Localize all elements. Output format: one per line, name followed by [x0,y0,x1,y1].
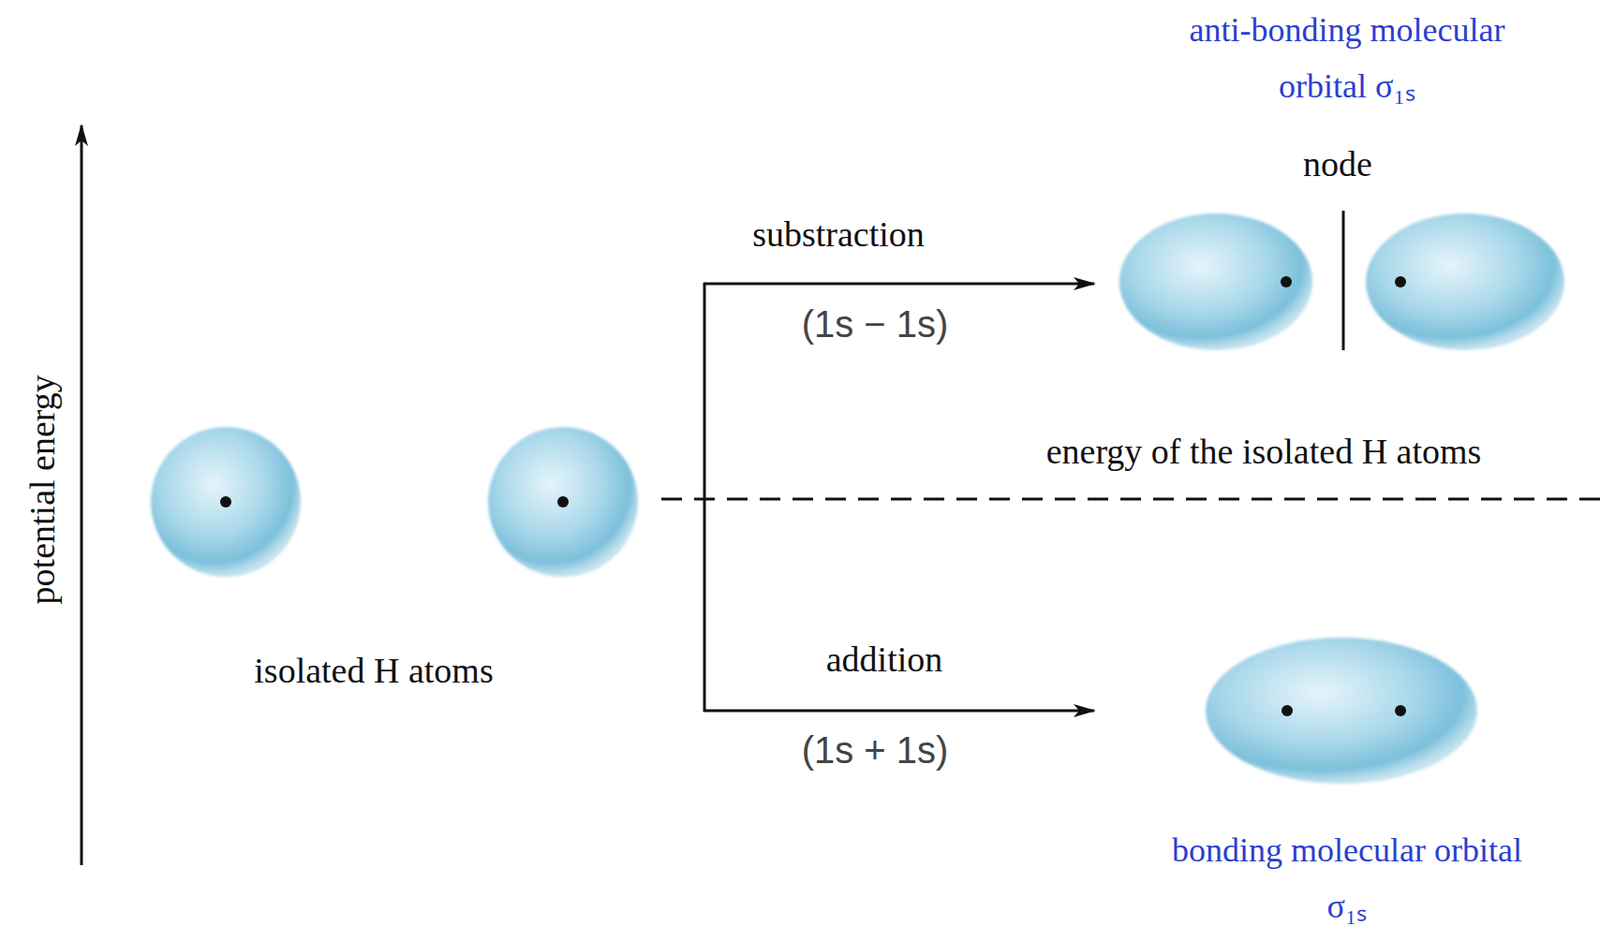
operation-label: addition [826,638,944,682]
orbital-label: bonding molecular orbital σ₁ₛ [1159,822,1535,935]
combination-formula: (1s + 1s) [801,729,949,772]
h-atom [150,427,301,578]
combination-formula: (1s − 1s) [801,303,949,346]
orbital-label: anti-bonding molecular orbital σ₁ₛ [1159,1,1535,115]
atoms-label: isolated H atoms [253,650,493,694]
bonding-orbital [1205,637,1478,785]
branch-line [703,282,707,712]
energy-axis [80,125,84,866]
level-label: energy of the isolated H atoms [1046,430,1482,475]
energy-level [661,498,1600,502]
operation-label: substraction [752,213,925,257]
branch-arrow [703,710,1095,713]
h-atom [488,427,638,578]
branch-arrow [703,282,1095,286]
axis-label: potential energy [21,374,65,605]
node-label: node [1303,143,1373,187]
node-plane [1342,210,1346,351]
